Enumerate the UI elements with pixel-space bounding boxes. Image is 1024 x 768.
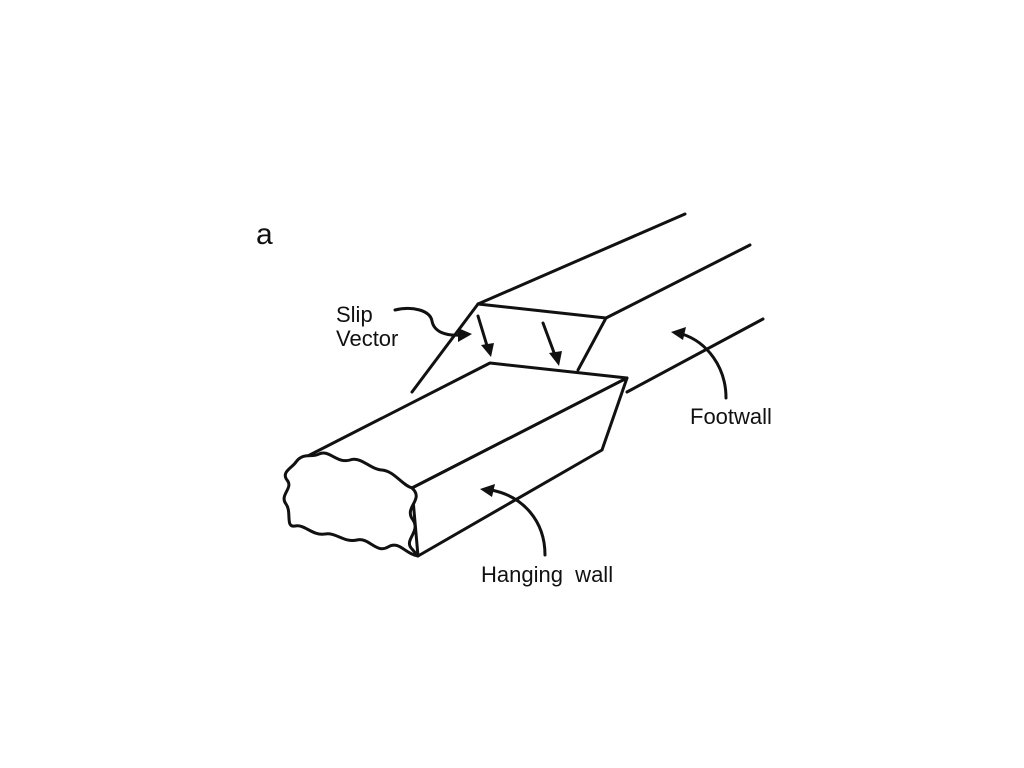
slip-arrow-left (476, 314, 490, 351)
footwall-top-left-edge (476, 212, 687, 306)
footwall-bottom-edge (625, 317, 765, 394)
footwall-front-top-edge (476, 302, 608, 320)
slip-vector-pointer (393, 306, 462, 337)
footwall-right-fault-edge (576, 316, 608, 372)
hanging-wall-pointer-head (480, 484, 495, 497)
hanging-wall-pointer (489, 488, 547, 557)
slip-arrow-left-head (481, 343, 494, 357)
footwall-top-right-edge (604, 243, 752, 320)
slip-vector-pointer-head (458, 328, 472, 342)
footwall-label: Footwall (690, 404, 772, 429)
slip-vector-arrows (476, 314, 562, 366)
footwall-block (410, 212, 765, 394)
hanging-wall-label: Hanging wall (481, 562, 613, 587)
slip-arrow-right (541, 321, 558, 360)
panel-label: a (256, 218, 273, 251)
footwall-pointer (680, 332, 728, 400)
slip-label-line1: Slip (336, 302, 373, 327)
slip-label-line2: Vector (336, 326, 398, 351)
hanging-wall-block (282, 361, 629, 558)
label-pointers (393, 306, 728, 557)
footwall-left-fault-edge (410, 302, 480, 394)
slip-arrow-right-head (549, 351, 562, 366)
hanging-wall-broken-end (282, 451, 420, 558)
footwall-pointer-head (671, 327, 686, 340)
